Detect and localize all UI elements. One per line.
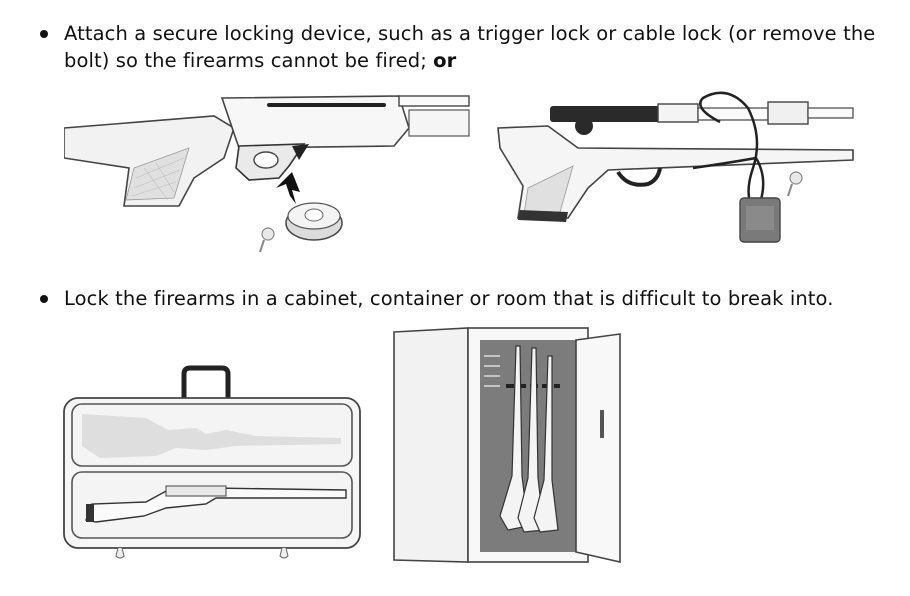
bullet-text-emphasis: or (433, 49, 457, 72)
bullet-text: Attach a secure locking device, such as … (64, 20, 890, 74)
bullet-text-body: Attach a secure locking device, such as … (64, 22, 876, 72)
gun-case-illustration (56, 364, 376, 564)
bullet-item-lock-storage: Lock the firearms in a cabinet, containe… (40, 285, 890, 312)
cable-lock-illustration (488, 88, 858, 268)
bullet-icon (40, 30, 48, 38)
trigger-lock-illustration (64, 88, 474, 268)
gun-cabinet-illustration (388, 326, 628, 566)
bullet-text-body: Lock the firearms in a cabinet, containe… (64, 287, 834, 310)
bullet-icon (40, 295, 48, 303)
bullet-item-locking-device: Attach a secure locking device, such as … (40, 20, 890, 74)
